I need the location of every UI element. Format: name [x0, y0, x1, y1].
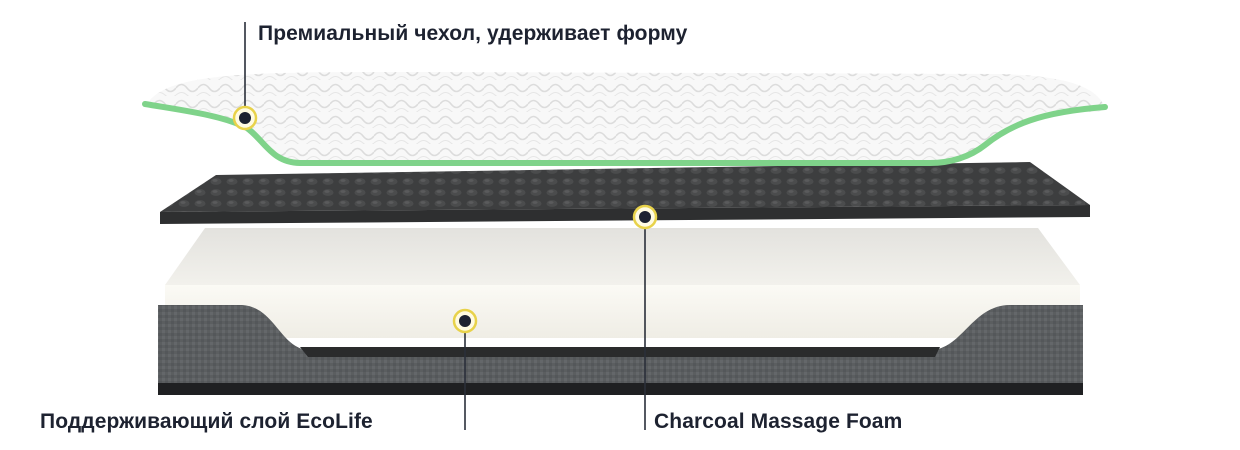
cover-fabric — [150, 72, 1105, 163]
base-inner-shadow — [300, 347, 940, 357]
base-bottom-edge — [158, 383, 1083, 395]
base-fabric-side — [158, 305, 1083, 385]
charcoal-foam-side — [160, 205, 1090, 224]
cover-label: Премиальный чехол, удерживает форму — [258, 22, 688, 45]
ecolife-layer — [165, 228, 1080, 338]
charcoal-foam-label: Charcoal Massage Foam — [654, 410, 903, 433]
ecolife-foam-side — [165, 285, 1080, 338]
ecolife-layer-label: Поддерживающий слой EcoLife — [40, 410, 373, 433]
callout-dot-icon — [452, 308, 478, 334]
callout-dot-icon — [632, 204, 658, 230]
cover-green-trim — [142, 101, 1108, 166]
callout-dot-icon — [232, 105, 258, 131]
cover-layer — [142, 72, 1108, 166]
charcoal-foam-top — [160, 162, 1090, 212]
charcoal-layer — [160, 162, 1090, 224]
ecolife-foam-top — [165, 228, 1080, 285]
base-fabric-layer — [158, 305, 1083, 395]
